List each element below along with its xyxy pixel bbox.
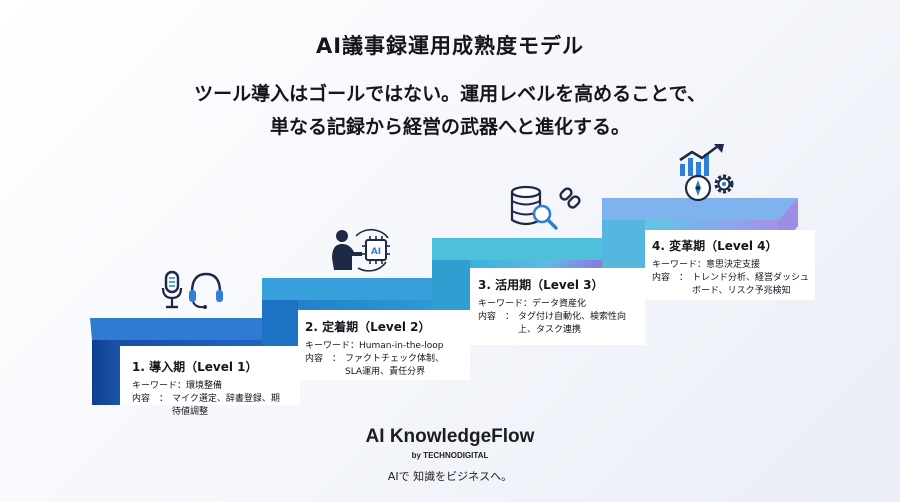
step-3-content: タグ付け自動化、検索性向上、タスク連携 (518, 312, 627, 335)
step-2-keyword-label: キーワード： (305, 341, 360, 351)
step-2-title: 2. 定着期（Level 2） (305, 320, 431, 334)
step-4-title: 4. 変革期（Level 4） (652, 239, 778, 253)
step-2-keyword: Human-in-the-loop (359, 341, 444, 351)
step-1-keyword-row: キーワード： 環境整備 (132, 380, 292, 393)
database-search-link-icon (510, 185, 581, 230)
page-title: AI議事録運用成熟度モデル (315, 34, 585, 58)
step-3-content-row: 内容 ： タグ付け自動化、検索性向上、タスク連携 (478, 311, 638, 337)
brand-tagline: AIで 知識をビジネスへ。 (387, 470, 513, 483)
step3-top (432, 238, 622, 260)
microphone-headset-icon (161, 270, 223, 309)
step-4-content: トレンド分析、経営ダッシュボード、リスク予兆検知 (692, 273, 810, 296)
step1-face (92, 340, 120, 405)
step1-top (90, 318, 282, 340)
step-2-keyword-row: キーワード： Human-in-the-loop (305, 340, 465, 353)
page-subtitle: ツール導入はゴールではない。運用レベルを高めることで、 単なる記録から経営の武器… (0, 78, 900, 144)
step-3-title: 3. 活用期（Level 3） (478, 278, 604, 292)
step-1-content-label: 内容 ： (132, 394, 169, 404)
step3-text-panel (470, 268, 645, 345)
step-1-title: 1. 導入期（Level 1） (132, 360, 258, 374)
step-3-card: 3. 活用期（Level 3） キーワード： データ資産化 内容 ： タグ付け自… (478, 276, 638, 337)
step-3-keyword: データ資産化 (532, 299, 587, 309)
step4-riser (602, 220, 645, 268)
step3-riser (432, 260, 470, 310)
step-2-content-row: 内容 ： ファクトチェック体制、SLA運用、責任分界 (305, 353, 465, 379)
step-4-content-label: 内容 ： (652, 273, 689, 283)
step-4-keyword: 意思決定支援 (706, 260, 761, 270)
person-ai-chip-icon: AI (332, 228, 390, 272)
step-1-content: マイク選定、辞書登録、期待値調整 (172, 394, 280, 417)
step2-text-panel (298, 310, 470, 380)
step-1-keyword-label: キーワード： (132, 381, 187, 391)
step4-top (602, 198, 798, 220)
subtitle-line-2: 単なる記録から経営の武器へと進化する。 (269, 116, 631, 138)
step1-text-panel (120, 346, 300, 405)
step-1-content-row: 内容 ： マイク選定、辞書登録、期待値調整 (132, 393, 292, 419)
step-4-content-row: 内容 ： トレンド分析、経営ダッシュボード、リスク予兆検知 (652, 272, 814, 298)
step-3-keyword-label: キーワード： (478, 299, 533, 309)
step-4-keyword-row: キーワード： 意思決定支援 (652, 259, 814, 272)
step-4-card: 4. 変革期（Level 4） キーワード： 意思決定支援 内容 ： トレンド分… (652, 237, 814, 298)
subtitle-line-1: ツール導入はゴールではない。運用レベルを高めることで、 (194, 83, 706, 105)
growth-compass-gear-icon (679, 144, 734, 202)
step-2-content-label: 内容 ： (305, 354, 342, 364)
step2-riser (262, 300, 298, 346)
step-3-content-label: 内容 ： (478, 312, 515, 322)
brand-byline: by TECHNODIGITAL (411, 451, 489, 460)
step-3-keyword-row: キーワード： データ資産化 (478, 298, 638, 311)
step-1-card: 1. 導入期（Level 1） キーワード： 環境整備 内容 ： マイク選定、辞… (132, 358, 292, 419)
step-1-keyword: 環境整備 (186, 381, 223, 391)
ai-chip-label: AI (371, 247, 381, 257)
step4-text-panel (645, 230, 815, 300)
step2-top (262, 278, 452, 300)
brand-name: AI KnowledgeFlow (365, 426, 535, 447)
step-2-card: 2. 定着期（Level 2） キーワード： Human-in-the-loop… (305, 318, 465, 379)
step-2-content: ファクトチェック体制、SLA運用、責任分界 (345, 354, 445, 377)
step-4-keyword-label: キーワード： (652, 260, 707, 270)
